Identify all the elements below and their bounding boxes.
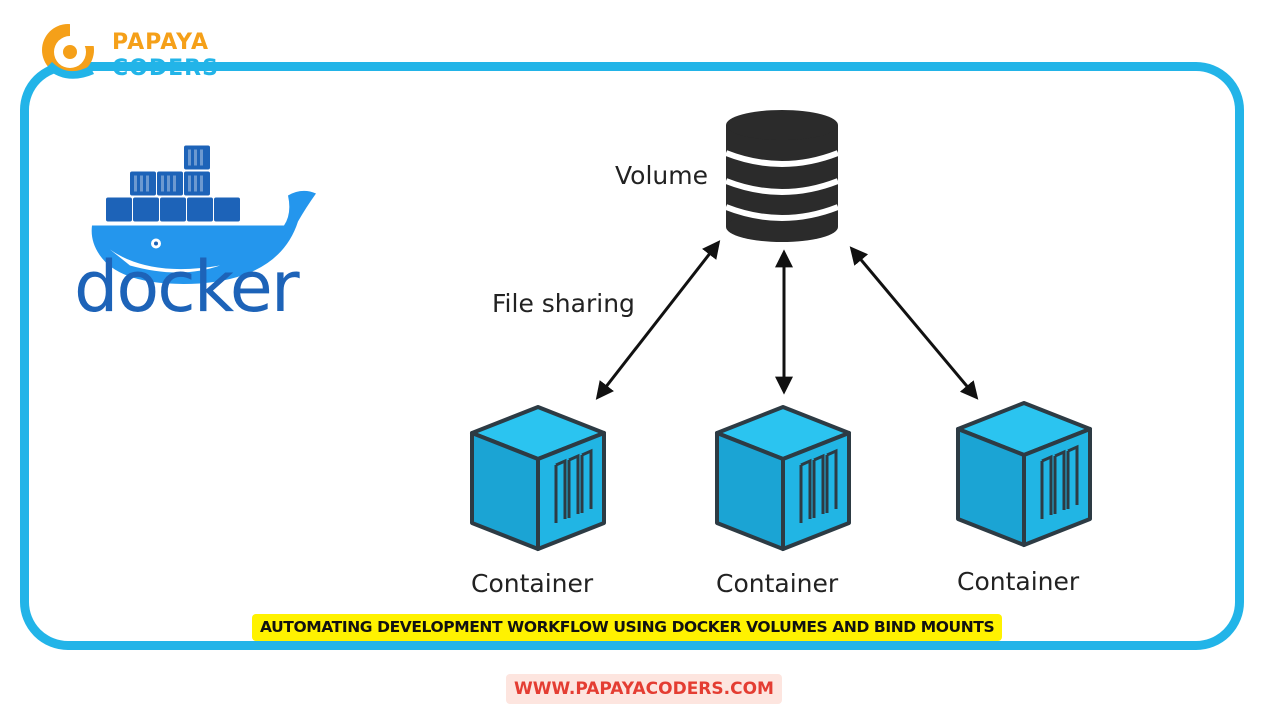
website-url[interactable]: WWW.PAPAYACODERS.COM (506, 674, 782, 704)
title-banner: AUTOMATING DEVELOPMENT WORKFLOW USING DO… (252, 614, 1003, 641)
volume-sharing-diagram: Volume File sharing Container Container … (460, 95, 1120, 605)
diagram-graphics (470, 110, 1092, 551)
container-label: Container (471, 569, 594, 598)
arrow-left (595, 240, 721, 400)
papaya-logo-icon (42, 20, 100, 79)
volume-database-icon (724, 110, 840, 242)
container-label: Container (716, 569, 839, 598)
brand-name-line2: CODERS (112, 56, 219, 81)
papaya-coders-logo: PAPAYA CODERS (38, 16, 238, 82)
arrow-right (849, 246, 979, 400)
brand-name-line1: PAPAYA (112, 30, 210, 55)
docker-wordmark: docker (74, 246, 300, 328)
volume-label: Volume (615, 161, 708, 190)
container-icon (470, 405, 606, 551)
container-icon (715, 405, 851, 551)
docker-whale-icon (91, 145, 316, 284)
file-sharing-label: File sharing (492, 289, 635, 318)
container-label: Container (957, 567, 1080, 596)
container-icon (956, 401, 1092, 547)
